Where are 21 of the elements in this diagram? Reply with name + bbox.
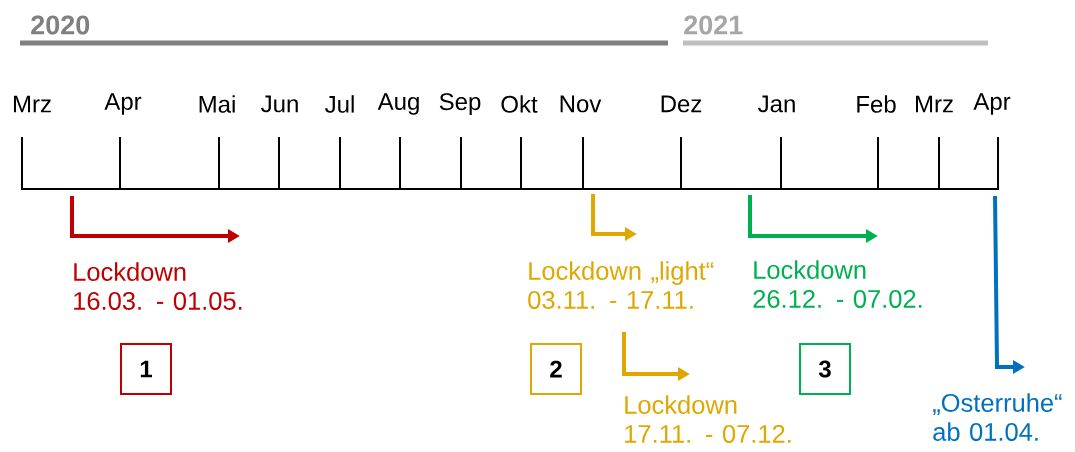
year-label: 2020	[31, 15, 90, 35]
period-label: „Osterruhe“ ab 01.04.	[933, 393, 1062, 441]
month-label: Mai	[199, 95, 235, 113]
month-label: Sep	[439, 93, 481, 115]
month-label: Jun	[261, 95, 298, 113]
period-label: Lockdown 17.11. - 07.12.	[625, 395, 791, 443]
month-label: Jul	[325, 95, 354, 113]
number-box: 2	[530, 343, 582, 395]
month-label: Jan	[758, 95, 795, 113]
month-label: Mrz	[916, 95, 953, 113]
month-label: Apr	[104, 93, 142, 115]
month-label: Aug	[377, 93, 419, 115]
year-label: 2021	[684, 15, 743, 35]
month-label: Feb	[857, 95, 896, 113]
number-box: 3	[799, 343, 851, 395]
month-label: Okt	[501, 95, 538, 113]
month-label: Dez	[661, 95, 702, 113]
month-label: Nov	[560, 95, 602, 113]
number-box: 1	[120, 343, 172, 395]
month-label: Mrz	[14, 95, 51, 113]
month-label: Apr	[973, 93, 1011, 115]
